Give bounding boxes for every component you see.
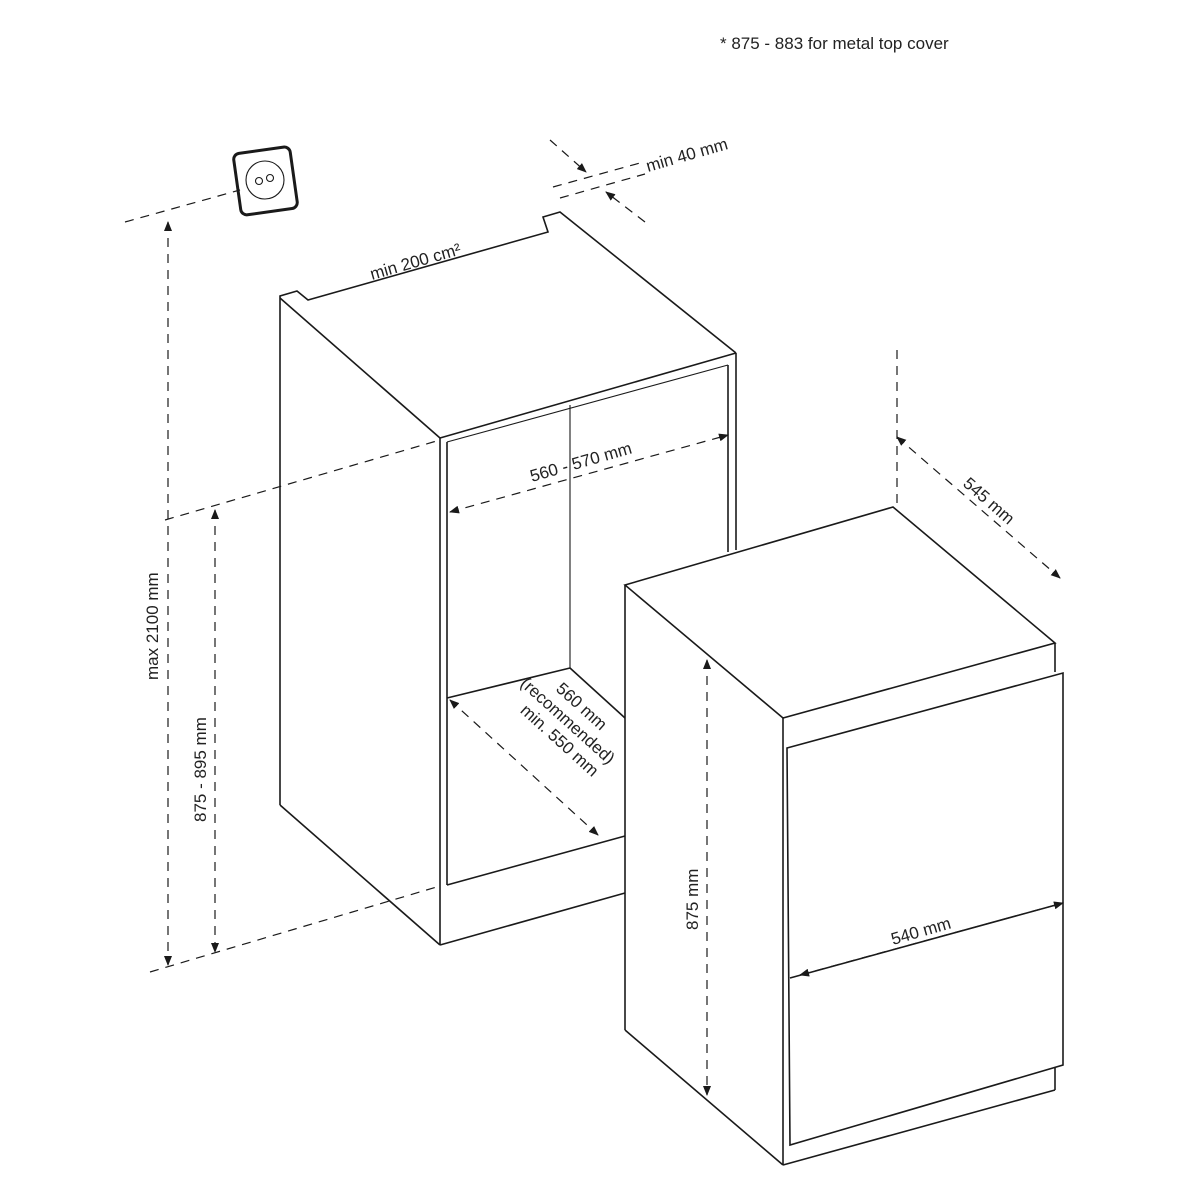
gap-label: min 40 mm [644,134,730,175]
niche-cabinet [279,211,737,946]
fridge-door [786,671,1064,1147]
niche-width-label: 560 - 570 mm [528,439,634,486]
dimension-lines [124,139,1064,1096]
fridge-appliance [623,506,1064,1166]
niche-height-label: 875 - 895 mm [191,717,210,822]
power-socket-icon [232,145,299,217]
appliance-width-label: 540 mm [889,914,953,949]
footnote: * 875 - 883 for metal top cover [720,34,949,53]
appliance-depth-label: 545 mm [959,474,1018,529]
appliance-height-label: 875 mm [683,869,702,930]
max-height-label: max 2100 mm [143,572,162,680]
niche-depth-label: 560 mm (recommended) min. 550 mm [517,674,619,781]
ventilation-label: min 200 cm² [368,240,463,284]
